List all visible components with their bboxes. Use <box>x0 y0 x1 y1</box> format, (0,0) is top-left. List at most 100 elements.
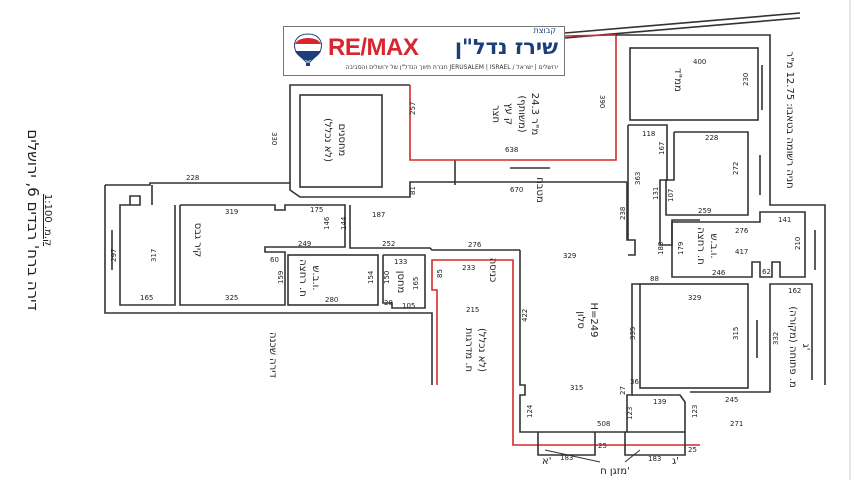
neighbor-apartment: דירה שכנה <box>267 332 278 379</box>
logo-group-name: שירז נדל"ן <box>454 35 558 59</box>
dimension-label: 131 <box>652 187 660 200</box>
dimension-label: 280 <box>325 296 338 304</box>
dimension-label: 159 <box>277 271 285 284</box>
room-storage-rooms: מחסנים <box>336 124 347 157</box>
walls-left <box>104 84 627 385</box>
logo-brand: RE/MAX <box>328 34 419 61</box>
dimension-label: 315 <box>732 327 740 340</box>
room-storage-rooms-note: (לא נכלל) <box>322 118 333 162</box>
dimension-label: 154 <box>367 270 375 284</box>
dimension-label: 27 <box>619 386 627 395</box>
room-living-height: H=249 <box>588 303 599 338</box>
dimension-label: 187 <box>372 211 385 219</box>
room-bath-right: ח. רחצה <box>695 227 706 265</box>
room-yard-area: 24.3 מ"ר <box>529 93 540 136</box>
dimension-label: 238 <box>619 207 627 220</box>
dimension-label: 363 <box>634 172 642 185</box>
dimension-label: 508 <box>597 420 610 428</box>
plan-scale: ק.מ. 1:100 <box>42 194 53 246</box>
dimension-label: 246 <box>712 269 726 277</box>
remax-logo: RE/MAX קבוצת שירז נדל"ן ירושלים | ישראל … <box>283 26 565 76</box>
room-living: סלון <box>575 311 586 329</box>
dimension-label: 319 <box>225 208 238 216</box>
wall <box>564 12 801 34</box>
room-stairs-note: (לא נכלל) <box>476 328 487 372</box>
dimension-label: 315 <box>570 384 583 392</box>
dimension-label: 228 <box>705 134 718 142</box>
room-kitchen: מטבח <box>534 177 545 203</box>
dimension-label: 317 <box>150 249 158 262</box>
logo-tagline: ירושלים | ישראל / JERUSALEM | ISRAEL חבר… <box>345 64 558 71</box>
room-safe-room: ממ"ד <box>672 68 683 92</box>
dimension-label: 124 <box>526 404 534 418</box>
dimension-label: 259 <box>698 207 711 215</box>
room-yard: חצר <box>490 105 501 123</box>
dimension-label: 183 <box>657 242 665 255</box>
dimension-label: 422 <box>521 309 529 322</box>
dimension-label: 329 <box>688 294 701 302</box>
bottom-label-a: א' <box>542 456 551 467</box>
room-open-balcony-sub: ג' <box>800 344 811 351</box>
room-stairs: ח. מדרגות <box>463 328 474 372</box>
dimension-label: 297 <box>110 249 118 262</box>
dimension-label: 144 <box>340 216 348 230</box>
dimension-label: 133 <box>394 258 407 266</box>
dimension-label: 276 <box>735 227 749 235</box>
dimension-label: 183 <box>560 454 573 462</box>
walls-right <box>616 34 826 432</box>
room-storage: מחסן <box>395 271 406 294</box>
dimension-label: 183 <box>648 455 661 463</box>
parking-note: חניה רשומה בטאבו: 12.75 מ"ר <box>784 51 795 188</box>
dimension-label: 146 <box>323 216 331 230</box>
dimension-label: 60 <box>270 256 279 264</box>
dimension-label: 233 <box>462 264 475 272</box>
dimension-label: 139 <box>653 398 666 406</box>
dimension-label: 123 <box>626 407 634 420</box>
dimension-label: 25 <box>598 442 607 450</box>
dimension-label: 325 <box>225 294 238 302</box>
dimension-label: 228 <box>186 174 199 182</box>
room-yard-line3: (משותף) <box>516 95 527 132</box>
bottom-label-c: ג' <box>672 456 679 467</box>
dimension-label: 210 <box>794 237 802 250</box>
dimension-label: 271 <box>730 420 743 428</box>
dimension-label: 162 <box>788 287 801 295</box>
dimension-label: 165 <box>140 294 153 302</box>
dimension-label: 417 <box>735 248 748 256</box>
dimension-label: 167 <box>658 142 666 155</box>
dimension-label: 165 <box>412 277 420 290</box>
dimension-label: 179 <box>677 242 685 255</box>
dimension-label: 215 <box>466 306 479 314</box>
dimension-label: 28 <box>384 299 393 307</box>
room-yard-line2: ק עץ <box>503 103 514 125</box>
dimension-label: 25 <box>688 446 697 454</box>
dimension-label: 329 <box>563 252 576 260</box>
balloon-logo-icon <box>294 33 322 66</box>
dimension-label: 400 <box>693 58 706 66</box>
room-bath-left: ח. רחצה <box>297 259 308 297</box>
dimension-label: 257 <box>409 102 417 115</box>
walls-center <box>519 182 686 463</box>
dimension-label: 105 <box>402 302 415 310</box>
dimension-label: 390 <box>598 95 606 108</box>
dimension-label: 88 <box>650 275 659 283</box>
room-open-balcony: מ. פתוחה (מקורה) <box>787 306 798 388</box>
dimension-label: 252 <box>382 240 395 248</box>
dimension-label: 123 <box>691 405 699 418</box>
dimension-label: 141 <box>778 216 791 224</box>
dimension-label: 230 <box>742 73 750 86</box>
dimension-label: 62 <box>762 268 771 276</box>
dimension-labels: 330 228 257 390 638 81 670 175 319 297 3… <box>110 58 802 463</box>
dimension-label: 150 <box>383 271 391 284</box>
dimension-label: 118 <box>642 130 655 138</box>
dimension-label: 272 <box>732 162 740 175</box>
red-boundary <box>409 34 700 446</box>
dimension-label: 85 <box>436 269 444 278</box>
dimension-label: 249 <box>298 240 311 248</box>
dimension-label: 36 <box>630 378 639 386</box>
logo-group-word: קבוצת <box>533 26 556 35</box>
dimension-label: 81 <box>409 186 417 195</box>
drywall-label: קיר גבס <box>192 223 203 258</box>
dimension-label: 276 <box>468 241 482 249</box>
dimension-label: 107 <box>667 189 675 202</box>
